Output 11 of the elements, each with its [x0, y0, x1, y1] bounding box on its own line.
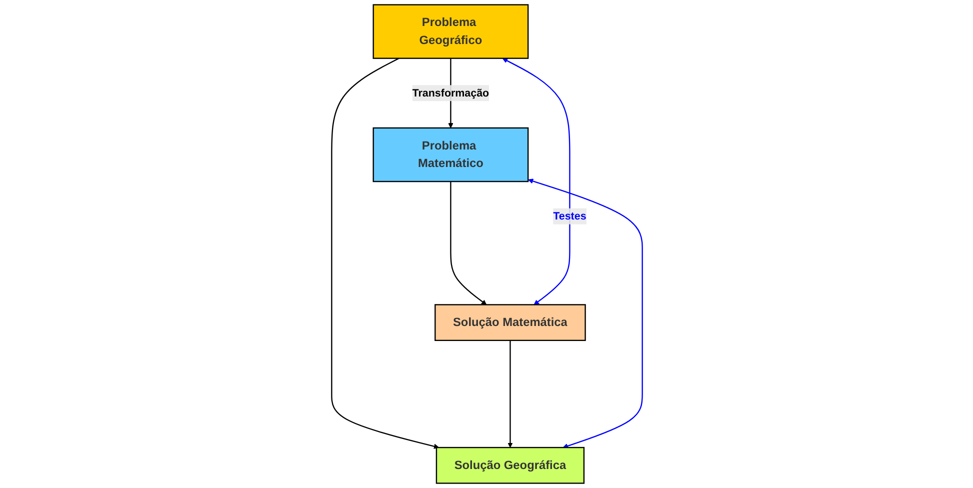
node-box: Solução Matemática	[434, 304, 586, 341]
arrow	[502, 58, 570, 305]
node-box: Solução Geográfica	[435, 446, 584, 484]
node-box: Problema Geográfico	[372, 4, 528, 59]
arrow	[507, 340, 512, 448]
arrow	[450, 182, 486, 305]
node-box: Problema Matemático	[372, 127, 528, 182]
edge-label: Testes	[552, 210, 586, 222]
arrow	[330, 58, 439, 449]
arrow	[528, 178, 642, 448]
edge-label: Transformação	[412, 86, 489, 99]
